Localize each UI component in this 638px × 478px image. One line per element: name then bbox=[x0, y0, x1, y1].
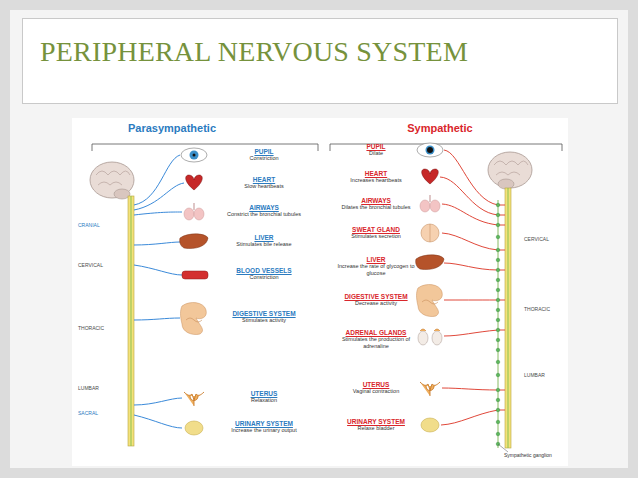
uterus-illustration bbox=[184, 392, 204, 406]
bracket bbox=[330, 144, 562, 151]
sympathetic-nerves bbox=[440, 150, 505, 425]
organ-label: PUPILDilate bbox=[334, 143, 418, 157]
digestive-illustration bbox=[181, 303, 207, 335]
organ-label: HEARTIncreases heartbeats bbox=[334, 170, 418, 184]
organ-effect: Stimulates the production of adrenaline bbox=[334, 336, 418, 349]
spine-region-label: THORACIC bbox=[524, 306, 550, 312]
organ-label: BLOOD VESSELSConstriction bbox=[222, 267, 306, 281]
organ-effect: Dilate bbox=[334, 150, 418, 156]
spinal-cord bbox=[128, 196, 134, 446]
organ-name: LIVER bbox=[222, 234, 306, 241]
organ-name: UTERUS bbox=[222, 390, 306, 397]
bladder-illustration bbox=[185, 421, 203, 435]
parasympathetic-nerves bbox=[134, 155, 184, 428]
organ-effect: Increases heartbeats bbox=[334, 177, 418, 183]
organ-effect: Increase the rate of glycogen to glucose bbox=[334, 263, 418, 276]
spine-region-label: LUMBAR bbox=[524, 372, 545, 378]
organ-name: SWEAT GLAND bbox=[334, 226, 418, 233]
spine-region-label: CRANIAL bbox=[78, 222, 100, 228]
spinal-cord bbox=[498, 188, 511, 448]
spine-region-label: CERVICAL bbox=[524, 236, 549, 242]
organ-name: PUPIL bbox=[222, 148, 306, 155]
organ-label: AIRWAYSConstrict the bronchial tubules bbox=[222, 204, 306, 218]
organ-effect: Dilates the bronchial tubules bbox=[334, 204, 418, 210]
organ-label: URINARY SYSTEMRelaxe bladder bbox=[334, 418, 418, 432]
organ-effect: Stimulates activity bbox=[222, 317, 306, 323]
bracket bbox=[92, 144, 318, 151]
organ-name: AIRWAYS bbox=[334, 197, 418, 204]
organ-label: ADRENAL GLANDSStimulates the production … bbox=[334, 329, 418, 349]
adrenal-illustration bbox=[418, 329, 442, 345]
airways-illustration bbox=[420, 195, 440, 212]
eye-illustration bbox=[417, 143, 443, 157]
organ-effect: Constrict the bronchial tubules bbox=[222, 211, 306, 217]
organ-effect: Constriction bbox=[222, 155, 306, 161]
liver-illustration bbox=[180, 234, 208, 249]
organ-label: SWEAT GLANDStimulates secretion bbox=[334, 226, 418, 240]
organ-effect: Relaxe bladder bbox=[334, 425, 418, 431]
panel-heading: Parasympathetic bbox=[112, 122, 232, 134]
organ-name: DIGESTIVE SYSTEM bbox=[334, 293, 418, 300]
organ-label: HEARTSlow heartbeats bbox=[222, 176, 306, 190]
spine-region-label: SACRAL bbox=[78, 410, 98, 416]
organ-label: URINARY SYSTEMIncrease the urinary outpu… bbox=[222, 420, 306, 434]
organ-effect: Relaxation bbox=[222, 397, 306, 403]
organ-label: LIVERIncrease the rate of glycogen to gl… bbox=[334, 256, 418, 276]
digestive-illustration bbox=[417, 285, 443, 317]
heart-illustration bbox=[186, 175, 203, 190]
organ-label: UTERUSVaginal contraction bbox=[334, 381, 418, 395]
organ-name: HEART bbox=[334, 170, 418, 177]
organ-name: URINARY SYSTEM bbox=[334, 418, 418, 425]
heart-illustration bbox=[422, 169, 439, 184]
organ-name: HEART bbox=[222, 176, 306, 183]
slide-title: PERIPHERAL NERVOUS SYSTEM bbox=[40, 36, 600, 68]
brain-illustration bbox=[90, 162, 134, 199]
organ-effect: Decrease activity bbox=[334, 300, 418, 306]
organ-name: LIVER bbox=[334, 256, 418, 263]
organ-name: AIRWAYS bbox=[222, 204, 306, 211]
liver-illustration bbox=[416, 255, 444, 270]
organ-effect: Stimulates bile release bbox=[222, 241, 306, 247]
organ-name: UTERUS bbox=[334, 381, 418, 388]
organ-name: PUPIL bbox=[334, 143, 418, 150]
organ-name: ADRENAL GLANDS bbox=[334, 329, 418, 336]
ganglion-label: Sympathetic ganglion bbox=[504, 452, 552, 458]
spine-region-label: CERVICAL bbox=[78, 262, 103, 268]
organ-label: AIRWAYSDilates the bronchial tubules bbox=[334, 197, 418, 211]
organ-label: UTERUSRelaxation bbox=[222, 390, 306, 404]
organ-label: LIVERStimulates bile release bbox=[222, 234, 306, 248]
spine-region-label: THORACIC bbox=[78, 325, 104, 331]
uterus-illustration bbox=[420, 382, 440, 396]
organ-effect: Slow heartbeats bbox=[222, 183, 306, 189]
division-panel: SympatheticPUPILDilateHEARTIncreases hea… bbox=[322, 120, 568, 465]
sympathetic-ganglia bbox=[496, 203, 500, 446]
division-panel: ParasympatheticPUPILConstrictionHEARTSlo… bbox=[72, 120, 320, 465]
brain-illustration bbox=[488, 152, 532, 189]
organ-label: DIGESTIVE SYSTEMDecrease activity bbox=[334, 293, 418, 307]
bladder-illustration bbox=[421, 418, 439, 432]
eye-illustration bbox=[181, 148, 207, 162]
organ-effect: Stimulates secretion bbox=[334, 233, 418, 239]
blood-vessel-illustration bbox=[182, 271, 208, 279]
leader-line bbox=[498, 444, 508, 452]
organ-label: DIGESTIVE SYSTEMStimulates activity bbox=[222, 310, 306, 324]
organ-label: PUPILConstriction bbox=[222, 148, 306, 162]
organ-name: BLOOD VESSELS bbox=[222, 267, 306, 274]
organ-name: URINARY SYSTEM bbox=[222, 420, 306, 427]
panel-heading: Sympathetic bbox=[380, 122, 500, 134]
sweat-gland-illustration bbox=[421, 224, 439, 242]
airways-illustration bbox=[184, 203, 204, 220]
organ-effect: Increase the urinary output bbox=[222, 427, 306, 433]
organ-effect: Vaginal contraction bbox=[334, 388, 418, 394]
organ-effect: Constriction bbox=[222, 274, 306, 280]
organ-name: DIGESTIVE SYSTEM bbox=[222, 310, 306, 317]
spine-region-label: LUMBAR bbox=[78, 385, 99, 391]
